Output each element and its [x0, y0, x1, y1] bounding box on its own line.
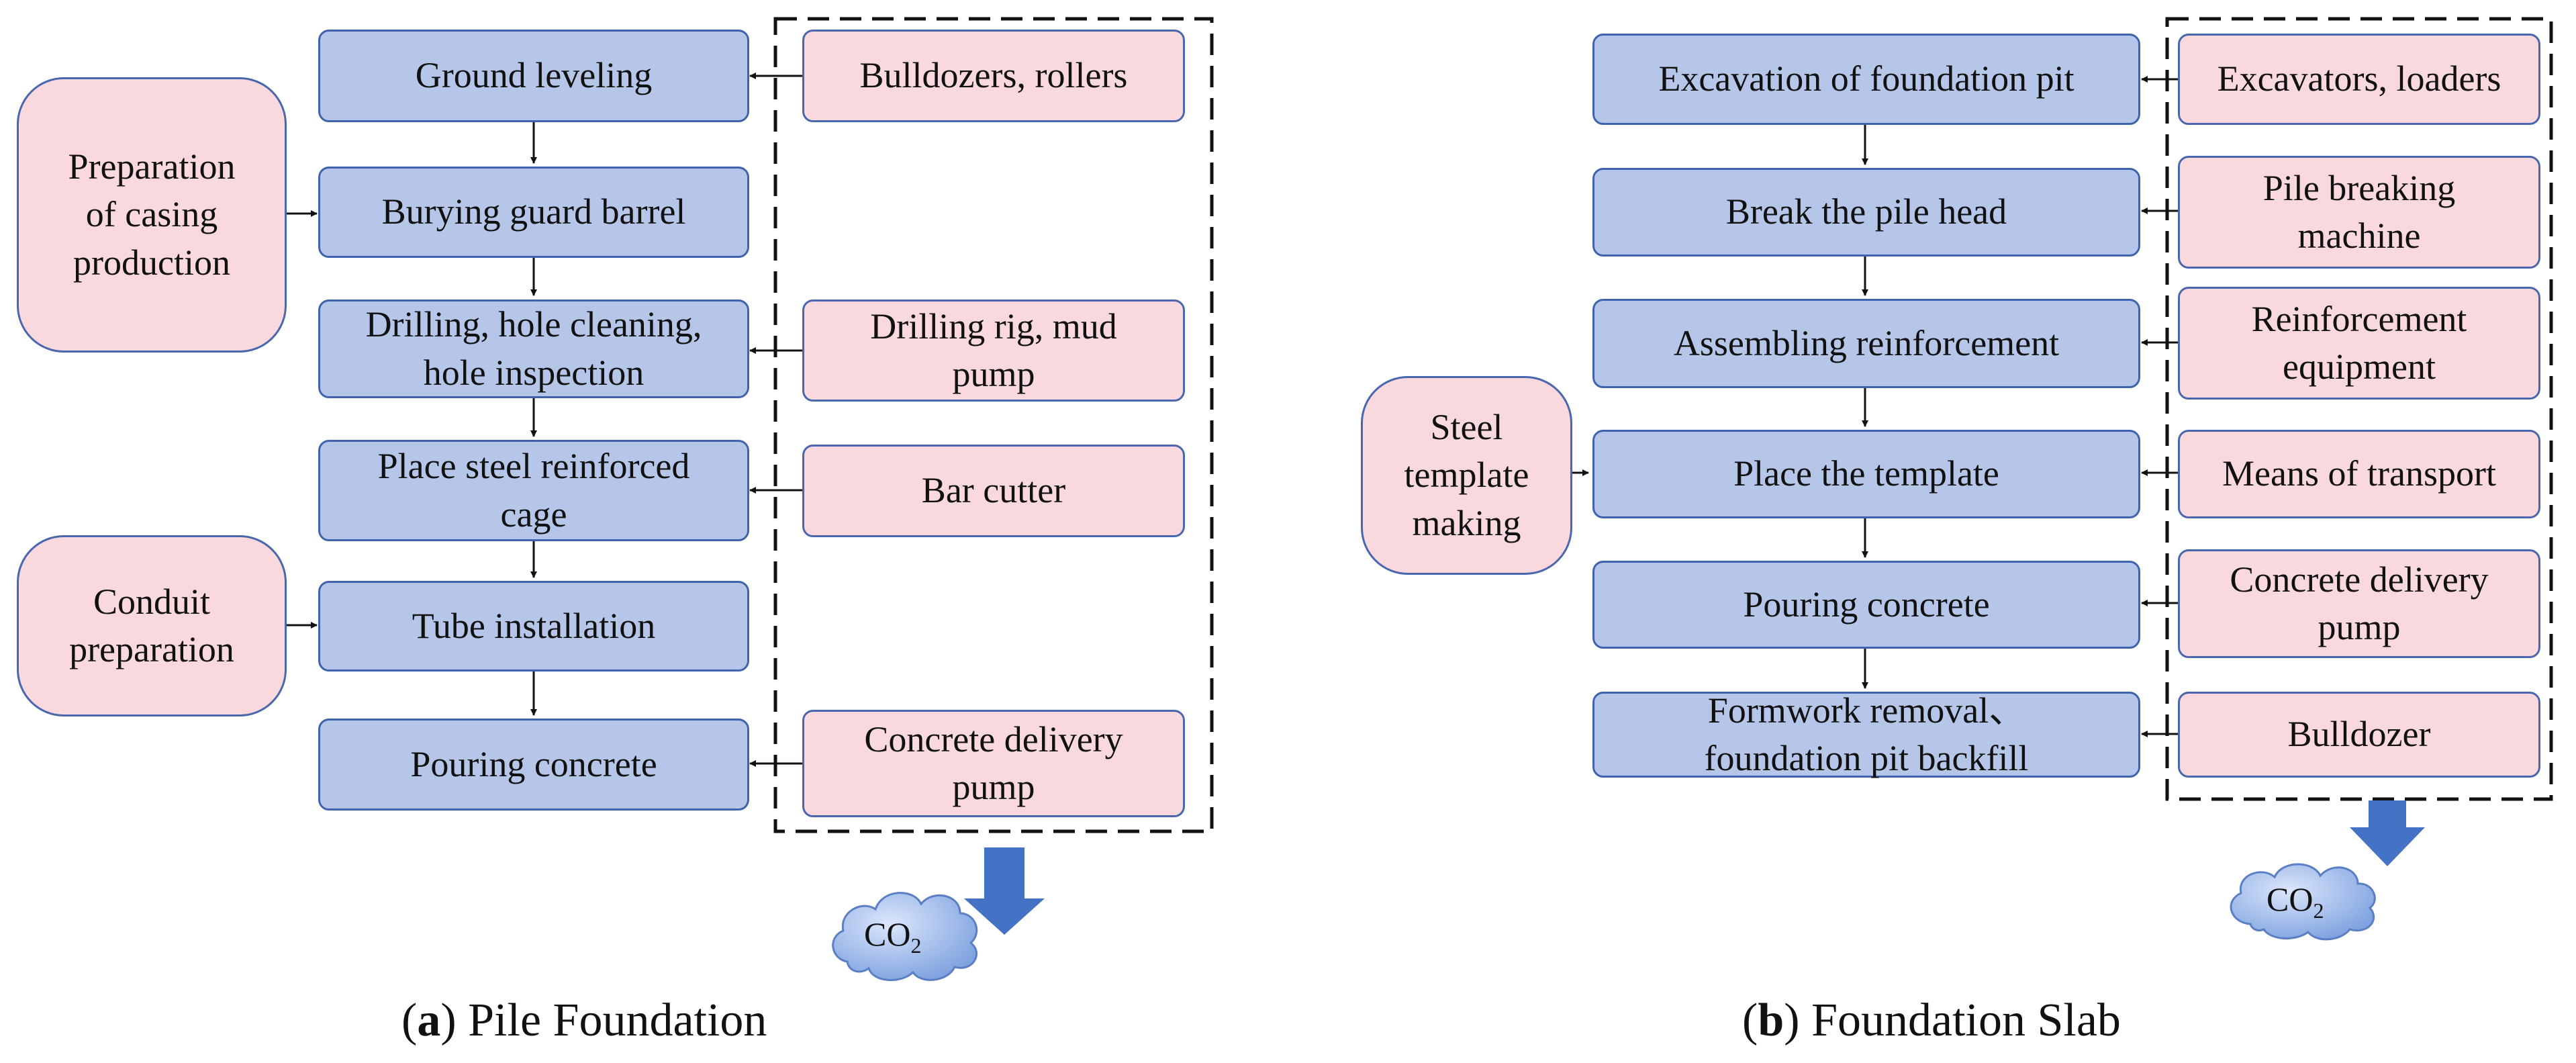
side-input-a-casing-preparation: Preparation of casing production [17, 77, 287, 353]
step-b-assembling-reinforcement: Assembling reinforcement [1592, 299, 2140, 388]
step-b-pouring-concrete: Pouring concrete [1592, 561, 2140, 649]
resource-group-b [2165, 17, 2553, 801]
resource-b-reinforcement-equipment: Reinforcement equipment [2178, 287, 2540, 400]
step-a-pouring-concrete: Pouring concrete [318, 719, 749, 811]
emission-arrow-icon-a [964, 847, 1045, 935]
resource-b-bulldozer: Bulldozer [2178, 692, 2540, 778]
emission-arrow-icon-b [2350, 800, 2425, 866]
step-a-tube-installation: Tube installation [318, 581, 749, 672]
cloud-icon-b [2230, 863, 2376, 941]
cloud-icon-a [832, 892, 978, 981]
step-a-ground-leveling: Ground leveling [318, 30, 749, 122]
resource-b-means-of-transport: Means of transport [2178, 430, 2540, 518]
resource-a-bulldozers-rollers: Bulldozers, rollers [802, 30, 1185, 122]
resource-a-drilling-rig: Drilling rig, mud pump [802, 299, 1185, 402]
resource-group-a [773, 17, 1214, 833]
step-b-excavation: Excavation of foundation pit [1592, 34, 2140, 125]
side-arrows-a [287, 210, 318, 629]
side-input-a-conduit-preparation: Conduit preparation [17, 535, 287, 717]
caption-b: (b) Foundation Slab [1742, 995, 2121, 1046]
resource-b-concrete-pump: Concrete delivery pump [2178, 549, 2540, 658]
co2-label-a: CO2 [864, 915, 922, 958]
step-b-place-template: Place the template [1592, 430, 2140, 518]
step-a-drilling: Drilling, hole cleaning, hole inspection [318, 299, 749, 398]
resource-b-pile-breaking-machine: Pile breaking machine [2178, 156, 2540, 269]
resource-arrows-a [749, 73, 802, 767]
co2-label-b: CO2 [2267, 880, 2324, 923]
resource-arrows-b [2141, 76, 2178, 737]
resource-a-bar-cutter: Bar cutter [802, 445, 1185, 537]
step-b-break-pile-head: Break the pile head [1592, 168, 2140, 257]
step-a-place-steel-cage: Place steel reinforced cage [318, 440, 749, 541]
side-input-b-steel-template: Steel template making [1361, 376, 1572, 575]
resource-b-excavators: Excavators, loaders [2178, 34, 2540, 125]
step-a-burying-guard-barrel: Burying guard barrel [318, 167, 749, 258]
caption-a: (a) Pile Foundation [401, 995, 767, 1046]
resource-a-concrete-pump: Concrete delivery pump [802, 710, 1185, 817]
step-b-formwork-removal: Formwork removal、 foundation pit backfil… [1592, 690, 2140, 778]
